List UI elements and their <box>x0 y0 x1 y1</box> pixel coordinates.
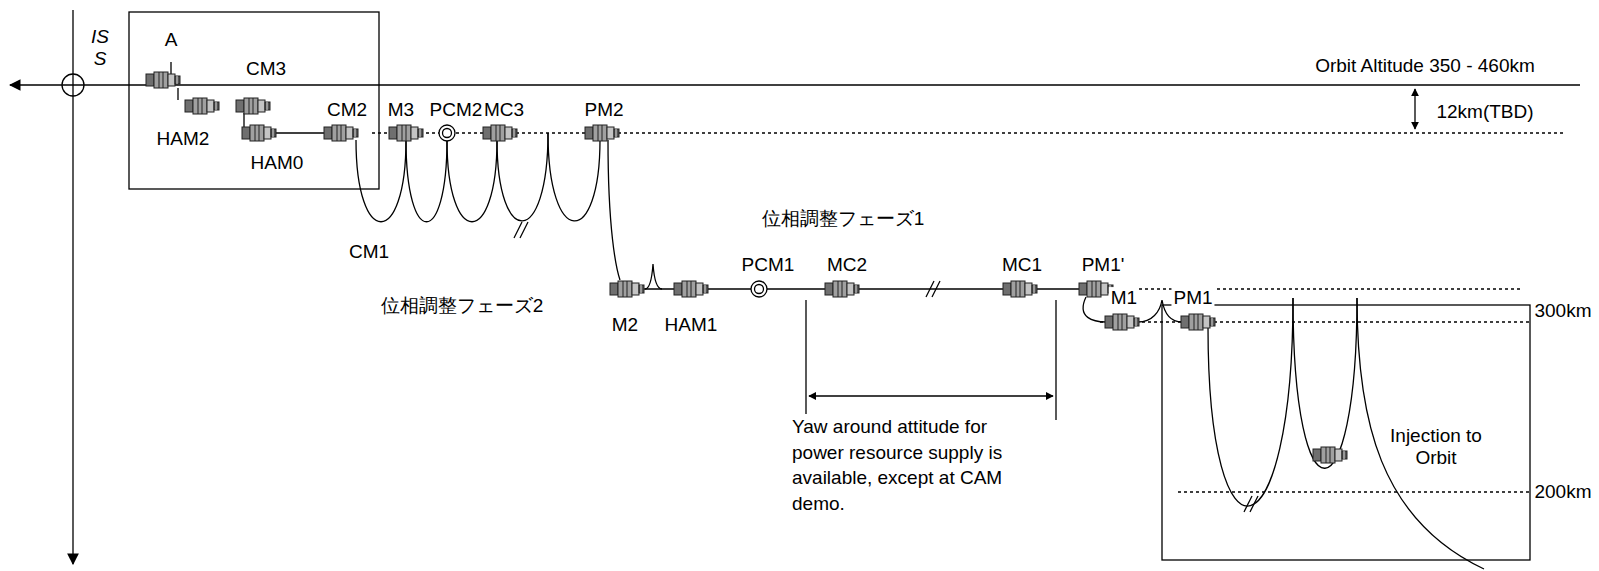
spacecraft-icon <box>389 125 423 141</box>
trajectory <box>1293 298 1357 468</box>
trajectory <box>497 133 548 221</box>
spacecraft-icon <box>1105 314 1139 330</box>
spacecraft-icon <box>585 125 619 141</box>
trajectory <box>548 133 600 221</box>
spacecraft-icon <box>324 125 358 141</box>
trajectory <box>1357 298 1484 569</box>
dimension-arrow <box>809 395 1053 396</box>
spacecraft-icon <box>1003 281 1037 297</box>
part-label: M1 <box>1109 287 1139 309</box>
spacecraft-icon <box>242 125 276 141</box>
trajectory <box>1083 297 1106 322</box>
part-label: MC2 <box>825 254 869 276</box>
part-label: MC1 <box>1000 254 1044 276</box>
part-label: PM2 <box>582 99 625 121</box>
station-label: IS S <box>87 26 113 70</box>
spacecraft-icon <box>1313 447 1347 463</box>
part-label: MC3 <box>482 99 526 121</box>
bracket-line <box>1055 300 1056 420</box>
part-label: CM1 <box>347 241 391 263</box>
note-label: Orbit Altitude 350 - 460km <box>1313 55 1537 77</box>
part-label: CM2 <box>325 99 369 121</box>
part-label: PM1' <box>1080 254 1127 276</box>
pcm-marker <box>439 125 455 141</box>
part-label: HAM1 <box>663 314 720 336</box>
phase-label: 位相調整フェーズ1 <box>760 208 927 230</box>
orbit-line <box>1100 321 1530 322</box>
part-label: PCM1 <box>740 254 797 276</box>
part-label: M3 <box>386 99 416 121</box>
dimension-arrow <box>1414 89 1415 129</box>
orbit-line <box>10 84 1580 85</box>
radial-axis <box>72 10 73 564</box>
iss-symbol <box>62 74 84 96</box>
note-label: Injection to Orbit <box>1388 425 1484 469</box>
region-box <box>1162 305 1530 560</box>
trajectory <box>608 140 620 280</box>
spacecraft-icon <box>825 281 859 297</box>
spacecraft-icon <box>146 72 180 88</box>
dimension-label: 12km(TBD) <box>1434 101 1535 123</box>
pcm-marker <box>443 129 452 138</box>
link-line <box>243 113 244 127</box>
link-line <box>276 132 325 133</box>
spacecraft-icon <box>1181 314 1215 330</box>
bracket-line <box>805 300 806 420</box>
spacecraft-icon <box>674 281 708 297</box>
trajectory <box>1208 298 1293 506</box>
link-line <box>177 88 178 100</box>
spacecraft-icon <box>610 281 644 297</box>
part-label: M2 <box>610 314 640 336</box>
pcm-marker <box>751 281 767 297</box>
spacecraft-icons <box>146 72 1347 463</box>
region-box <box>129 12 379 189</box>
leader-line <box>170 62 171 75</box>
spacecraft-icon <box>185 98 219 114</box>
phase-label: 位相調整フェーズ2 <box>379 295 546 317</box>
part-label: PM1 <box>1171 287 1214 309</box>
orbit-line <box>372 132 1565 133</box>
trajectory <box>447 140 497 222</box>
altitude-label: 300km <box>1532 300 1593 322</box>
trajectory <box>406 140 447 222</box>
part-label: A <box>163 29 180 51</box>
part-label: PCM2 <box>428 99 485 121</box>
part-label: CM3 <box>244 58 288 80</box>
pcm-marker <box>755 285 764 294</box>
trajectory <box>645 264 662 289</box>
note-label: Yaw around attitude for power resource s… <box>790 414 1022 517</box>
trajectory <box>356 140 406 222</box>
altitude-label: 200km <box>1532 481 1593 503</box>
spacecraft-icon <box>236 98 270 114</box>
part-label: HAM2 <box>155 128 212 150</box>
part-label: HAM0 <box>249 152 306 174</box>
spacecraft-icon <box>483 125 517 141</box>
